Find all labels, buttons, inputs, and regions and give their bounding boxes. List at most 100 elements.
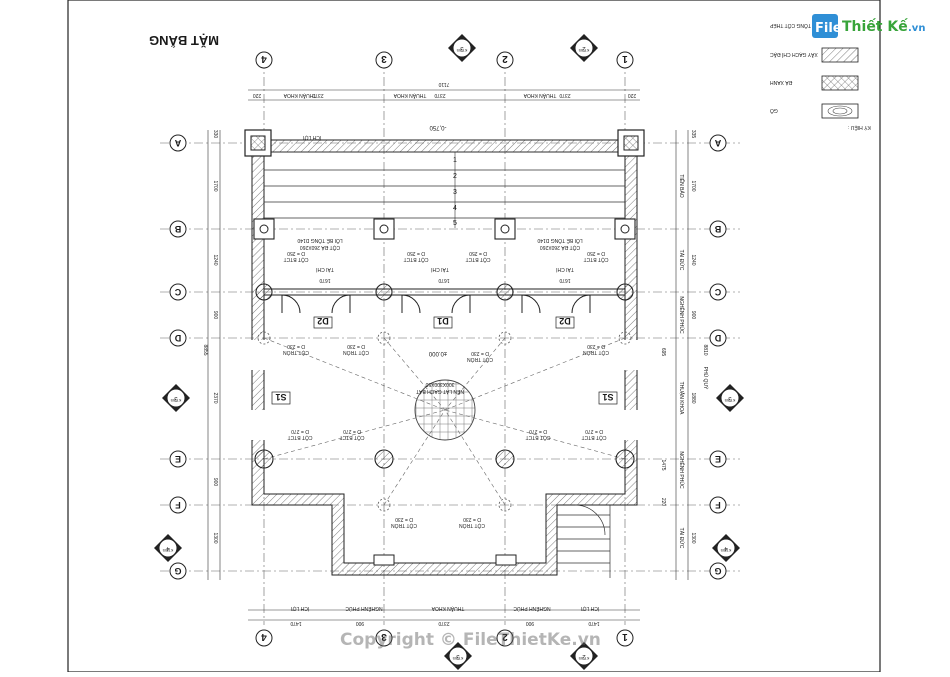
note-d230-5: D = 230 — [395, 516, 413, 522]
axis-right-a: A — [714, 138, 721, 148]
corner-columns — [244, 129, 645, 157]
note-col-btct-1: CỘT BTCT — [284, 256, 309, 263]
dim-right-label-nghenh-phuc-2: NGHÊNH PHÚC — [678, 451, 686, 489]
entrance-steps — [264, 151, 625, 219]
note-tai-chi-3: TÀI CHÍ — [556, 266, 574, 273]
note-1670-1: 1670 — [319, 277, 330, 283]
row-d-columns — [257, 331, 632, 512]
dims-right: 335 1700 TIẾN BẢO 1240 TÀI ĐỨC 900 NGHÊN… — [660, 130, 709, 549]
brand-thiet-ke: Thiết Kế — [842, 18, 908, 35]
niche-right — [495, 554, 517, 566]
dim-right-label-tai-duc-2: TÀI ĐỨC — [678, 528, 685, 549]
dim-right-1300: 1300 — [690, 532, 696, 543]
side-stair — [557, 504, 611, 578]
note-col-btct-3: CỘT BTCT — [466, 256, 491, 263]
note-d270-1: D = 270 — [291, 428, 309, 434]
section-2-sheet-top: KT-05 — [578, 48, 589, 53]
brand-logo: File Thiết Kế .vn — [812, 12, 944, 40]
row-b-columns — [253, 218, 636, 240]
dims-bottom: 1470 ÍCH LỢI 900 NGHÊNH PHÚC 2370 THUẬN … — [290, 605, 599, 626]
note-col-da-right: CỘT ĐÁ 260X260 — [540, 244, 580, 251]
row-c-columns — [255, 283, 634, 301]
step-5: 5 — [453, 220, 457, 227]
note-d250-4: D = 250 — [587, 250, 605, 256]
section-3-label-top: 3 — [460, 45, 464, 51]
section-marker-labels: 3 KT-05 2 KT-05 3 KT-05 3 KT-05 4 KT-05 … — [162, 45, 735, 661]
niche-left — [373, 554, 395, 566]
dim-top-total: 7110 — [438, 81, 449, 87]
window-tags: S1 S1 — [271, 391, 618, 405]
note-cot-tron-3: CỘT TRÒN — [467, 356, 493, 363]
axis-left-g: G — [174, 566, 181, 576]
dim-right-label-tien-bao: TIẾN BẢO — [678, 174, 685, 197]
axis-right-f: F — [715, 500, 721, 510]
axis-bottom-1: 1 — [622, 631, 628, 642]
note-col-btct-7: CỘT BTCT — [526, 434, 551, 441]
step-1: 1 — [453, 157, 457, 164]
door-tag-d1: D1 — [437, 316, 449, 326]
dim-bot-label-d: NGHÊNH PHÚC — [513, 605, 551, 613]
note-col-btct-2: CỘT BTCT — [404, 256, 429, 263]
brand-badge — [812, 14, 838, 38]
axis-bubbles-bottom — [255, 629, 634, 647]
section-4-sheet-left: KT-05 — [162, 548, 173, 553]
step-3: 3 — [453, 189, 457, 196]
legend-swatch-cross — [821, 75, 859, 91]
note-d230-2: D = 230 — [347, 343, 365, 349]
note-col-btct-6: CỘT BTCT — [340, 434, 365, 441]
opening-left-2 — [251, 410, 265, 440]
legend-swatch-hatch — [821, 47, 859, 63]
note-col-da-left: CỘT ĐÁ 260X260 — [300, 244, 340, 251]
dim-right-label-thuan-khoa: THUẬN KHOA — [678, 382, 685, 415]
note-d270-3: D = 270 — [529, 428, 547, 434]
section-3-label-right: 3 — [728, 395, 732, 401]
axis-left-f: F — [175, 500, 181, 510]
center-tile-circle — [414, 379, 476, 441]
axis-labels-side: A A B B C C D D E E F F G G — [174, 138, 721, 576]
axis-right-b: B — [714, 224, 721, 234]
dim-left-900a: 900 — [212, 311, 218, 320]
dim-right-335: 335 — [690, 130, 696, 139]
note-col-btct-4: CỘT BTCT — [584, 256, 609, 263]
axis-labels-top: 4 3 2 1 — [261, 53, 628, 64]
axis-right-e: E — [715, 454, 721, 464]
note-d250-3: D = 250 — [469, 250, 487, 256]
dim-right-900: 900 — [690, 311, 696, 320]
dim-top-label-b: THUẬN KHOA — [393, 92, 426, 99]
dim-top-2370c: 2370 — [559, 92, 570, 98]
door-partition — [264, 288, 625, 314]
dim-left-1240: 1240 — [212, 254, 218, 265]
note-d270-4: D = 270 — [585, 428, 603, 434]
dim-bot-1470b: 1470 — [588, 620, 599, 626]
dim-right-1880: 1880 — [690, 392, 696, 403]
legend-swatch-wood — [821, 103, 859, 119]
note-d230-6: D = 230 — [463, 516, 481, 522]
dim-right-220: 220 — [660, 498, 666, 507]
note-floor: NỀN LÁT GẠCH BÁT — [416, 388, 464, 395]
note-cot-tron-4: CỘT TRÒN — [583, 349, 609, 356]
drawing-title: MẶT BẰNG — [149, 33, 219, 48]
dim-left-330: 330 — [212, 130, 218, 139]
copyright-watermark: Copyright © FileThietKe.vn — [340, 630, 601, 650]
opening-right-2 — [624, 410, 638, 440]
dim-bot-900a: 900 — [356, 620, 365, 626]
dim-left-2370: 2370 — [212, 392, 218, 403]
section-3-sheet-right: KT-05 — [724, 398, 735, 403]
axis-top-4: 4 — [261, 53, 267, 64]
dim-top-label-a: THUẬN KHOA — [283, 92, 316, 99]
dim-bot-900b: 900 — [526, 620, 535, 626]
opening-left — [251, 340, 265, 370]
section-2-sheet-bottom: KT-05 — [578, 656, 589, 661]
section-2-label-top: 2 — [582, 45, 586, 51]
interior-annotations: ÍCH LỢI -0,750 ±0.000 LỖI BÊ TÔNG D140 C… — [283, 124, 609, 529]
note-tai-chi-1: TÀI CHÍ — [316, 266, 334, 273]
dim-bot-1470a: 1470 — [290, 620, 301, 626]
dim-top-220b: 220 — [628, 92, 637, 98]
dim-bot-label-c: THUẬN KHOA — [431, 605, 464, 612]
dims-left: 330 1700 1240 900 2370 900 1300 8855 — [202, 130, 218, 544]
door-tags: D2 D1 D2 — [313, 316, 575, 329]
dim-top-label-c: THUẬN KHOA — [523, 92, 556, 99]
dimension-lines — [207, 89, 689, 621]
axis-right-g: G — [714, 566, 721, 576]
dim-bot-label-a: ÍCH LỢI — [291, 605, 309, 612]
